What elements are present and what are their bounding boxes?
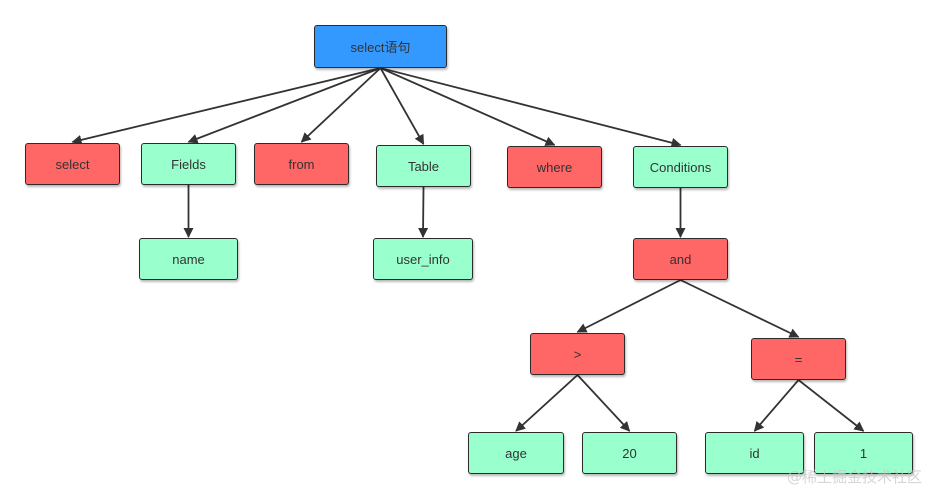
edge-root-to-from	[300, 67, 382, 143]
edge-root-to-where	[380, 67, 556, 146]
edge-eq-to-id	[753, 379, 800, 432]
node-value-20[interactable]: 20	[582, 432, 677, 474]
edge-root-to-conditions	[380, 67, 682, 148]
node-root-select-statement[interactable]: select语句	[314, 25, 447, 68]
node-greater-than-operator[interactable]: >	[530, 333, 625, 375]
node-table[interactable]: Table	[376, 145, 471, 187]
edge-and-to-gt	[576, 279, 681, 333]
node-age[interactable]: age	[468, 432, 564, 474]
node-name[interactable]: name	[139, 238, 238, 280]
watermark-text: @稀土掘金技术社区	[786, 468, 922, 486]
edge-eq-to-one	[797, 379, 865, 432]
node-user-info[interactable]: user_info	[373, 238, 473, 280]
edge-root-to-fields	[187, 67, 381, 144]
edge-root-to-table	[379, 67, 425, 145]
edge-root-to-select	[71, 67, 381, 145]
node-id[interactable]: id	[705, 432, 804, 474]
node-from-keyword[interactable]: from	[254, 143, 349, 185]
node-fields[interactable]: Fields	[141, 143, 236, 185]
node-where-keyword[interactable]: where	[507, 146, 602, 188]
edge-table-to-user_info	[418, 186, 429, 238]
node-equals-operator[interactable]: =	[751, 338, 846, 380]
edge-gt-to-age	[515, 374, 579, 432]
node-select-keyword[interactable]: select	[25, 143, 120, 185]
edge-gt-to-twenty	[576, 374, 631, 432]
edge-and-to-eq	[680, 279, 800, 338]
node-value-1[interactable]: 1	[814, 432, 913, 474]
node-conditions[interactable]: Conditions	[633, 146, 728, 188]
node-and-operator[interactable]: and	[633, 238, 728, 280]
